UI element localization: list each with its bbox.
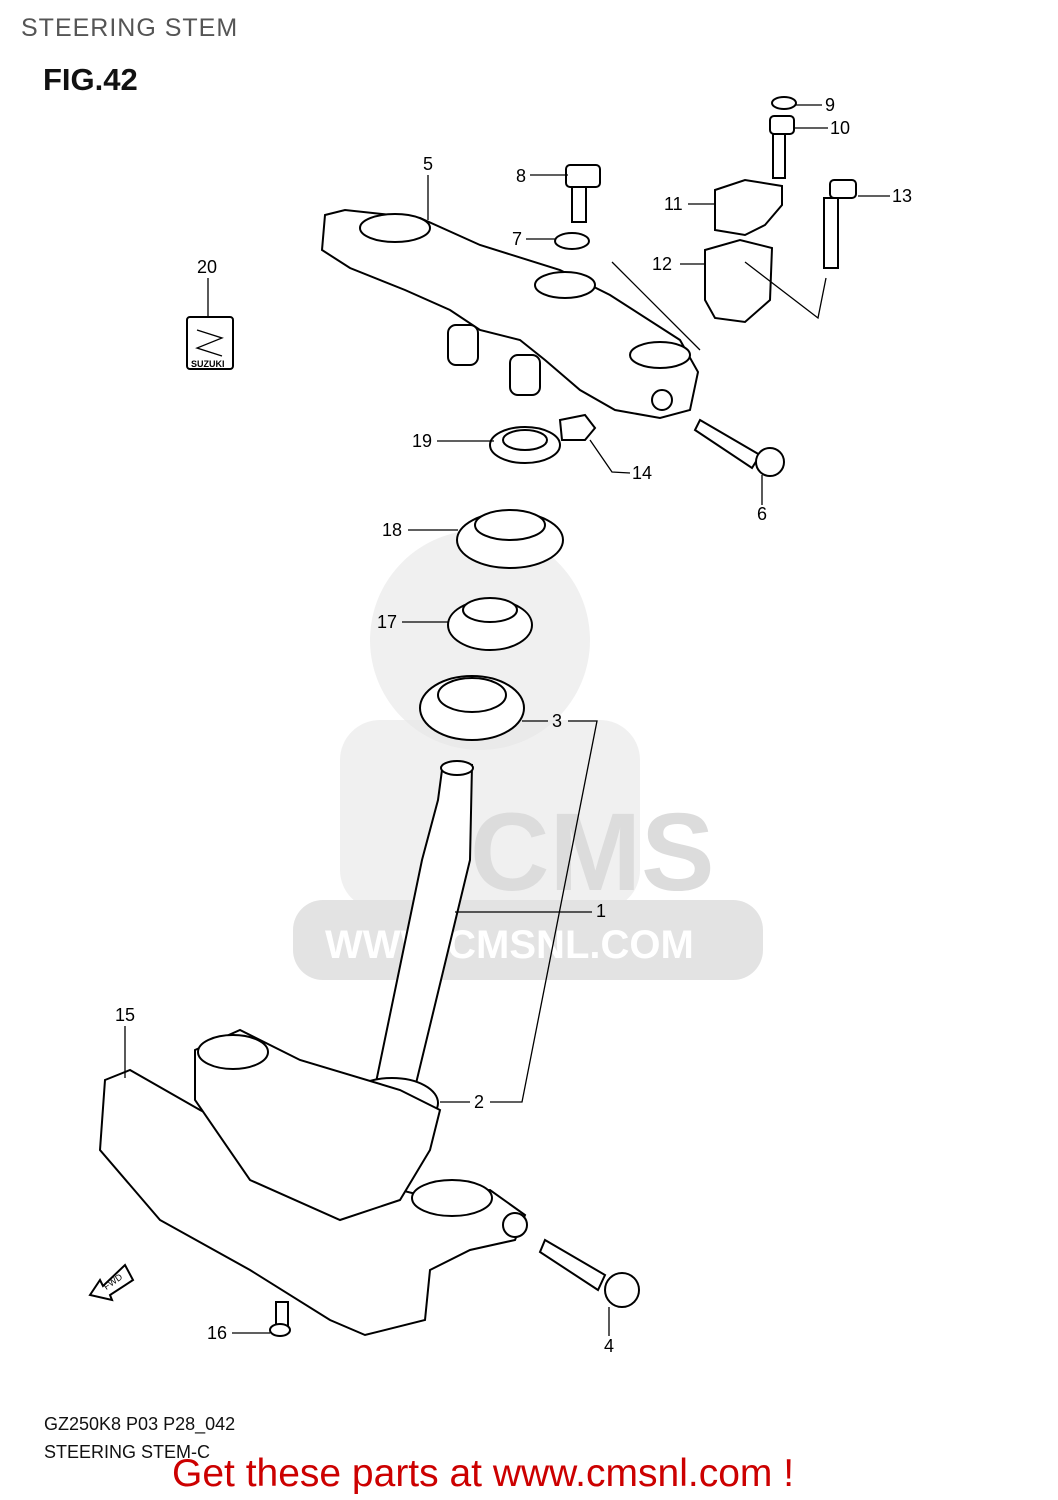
- bolt-16[interactable]: [269, 1301, 291, 1337]
- callout-2: 2: [474, 1092, 484, 1112]
- bolt-13[interactable]: [823, 179, 857, 269]
- callout-16: 16: [207, 1323, 227, 1343]
- suzuki-emblem-20[interactable]: SUZUKI: [186, 316, 234, 370]
- bearing-3[interactable]: [419, 675, 525, 741]
- callout-11: 11: [664, 194, 683, 214]
- bearing-17[interactable]: [447, 597, 533, 651]
- callout-17: 17: [377, 612, 397, 632]
- watermark-logo: CMS: [470, 791, 714, 914]
- callout-20: 20: [197, 257, 217, 277]
- callout-13: 13: [892, 186, 912, 206]
- callout-15: 15: [115, 1005, 135, 1025]
- leader-lines: [124, 104, 890, 1336]
- seal-18[interactable]: [456, 509, 564, 569]
- nut-14[interactable]: [558, 413, 597, 441]
- figure-number: FIG.42: [43, 62, 138, 97]
- callout-4: 4: [604, 1336, 614, 1356]
- nut-19[interactable]: [489, 426, 561, 464]
- promo-link[interactable]: Get these parts at www.cmsnl.com !: [172, 1452, 795, 1495]
- upper-bracket[interactable]: [320, 208, 700, 420]
- lower-bracket-15[interactable]: [98, 1028, 528, 1337]
- holder-lower-12[interactable]: [704, 238, 774, 324]
- diagram-caption: STEERING STEM-C: [44, 1442, 211, 1462]
- washer-7[interactable]: [554, 232, 590, 250]
- bolt-6[interactable]: [693, 418, 785, 477]
- svg-text:SUZUKI: SUZUKI: [191, 359, 225, 369]
- page-title: STEERING STEM: [21, 14, 239, 42]
- callout-8: 8: [516, 166, 526, 186]
- callout-18: 18: [382, 520, 402, 540]
- callout-7: 7: [512, 229, 522, 249]
- callout-6: 6: [757, 504, 767, 524]
- bolt-10[interactable]: [769, 115, 795, 179]
- callout-14: 14: [632, 463, 652, 483]
- callout-1: 1: [596, 901, 606, 921]
- cap-9[interactable]: [771, 96, 797, 110]
- holder-upper-11[interactable]: [714, 178, 783, 237]
- bolt-8[interactable]: [565, 164, 601, 223]
- callout-5: 5: [423, 154, 433, 174]
- callout-19: 19: [412, 431, 432, 451]
- bolt-4[interactable]: [538, 1238, 640, 1308]
- model-code: GZ250K8 P03 P28_042: [44, 1414, 236, 1434]
- watermark-url: WWW.CMSNL.COM: [325, 923, 694, 967]
- fwd-arrow-icon: FWD: [88, 1263, 135, 1302]
- callout-3: 3: [552, 711, 562, 731]
- callout-10: 10: [830, 118, 850, 138]
- callout-12: 12: [652, 254, 672, 274]
- callout-9: 9: [825, 95, 835, 115]
